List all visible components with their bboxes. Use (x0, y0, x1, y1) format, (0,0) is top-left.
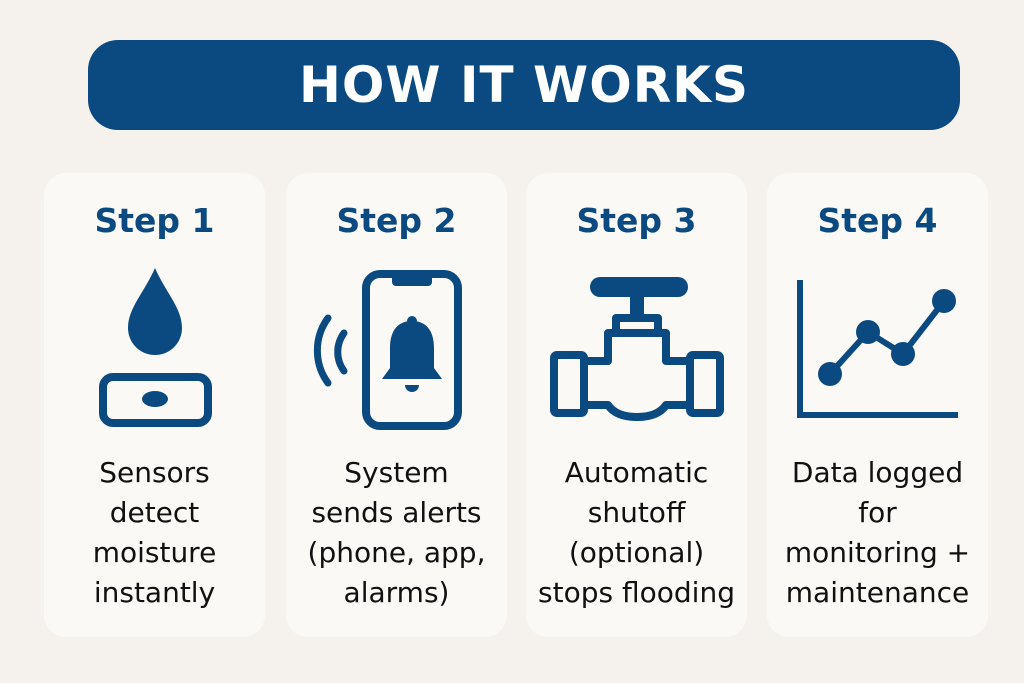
desc-line: Automatic (564, 456, 709, 489)
desc-line: sends alerts (311, 496, 482, 529)
water-drop-sensor-icon (99, 268, 212, 427)
step-card-2: Step 2 System sends alerts (phone, app, … (286, 173, 507, 637)
step-title: Step 3 (576, 201, 697, 240)
desc-line: stops flooding (538, 576, 735, 609)
step-title: Step 1 (94, 201, 215, 240)
step-title: Step 4 (817, 201, 938, 240)
desc-line: System (344, 456, 449, 489)
step-card-4: Step 4 Data logged for monitoring + main… (767, 173, 988, 637)
shutoff-valve-icon (550, 277, 724, 421)
step-card-3: Step 3 Automatic shutoff (optional) stop… (526, 173, 747, 637)
desc-line: (phone, app, (307, 536, 486, 569)
step-description: Automatic shutoff (optional) stops flood… (516, 453, 757, 613)
step-description: Data logged for monitoring + maintenance (757, 453, 998, 613)
desc-line: for (858, 496, 897, 529)
desc-line: Data logged (791, 456, 964, 489)
desc-line: shutoff (587, 496, 686, 529)
step-description: Sensors detect moisture instantly (34, 453, 275, 613)
step-card-1: Step 1 Sensors detect moisture instantly (44, 173, 265, 637)
desc-line: moisture (92, 536, 217, 569)
step-description: System sends alerts (phone, app, alarms) (276, 453, 517, 613)
line-chart-icon (797, 280, 958, 418)
header-title: HOW IT WORKS (299, 56, 749, 114)
desc-line: Sensors (99, 456, 210, 489)
header-banner: HOW IT WORKS (88, 40, 960, 130)
desc-line: detect (109, 496, 200, 529)
desc-line: alarms) (343, 576, 450, 609)
desc-line: monitoring + (784, 536, 971, 569)
desc-line: (optional) (568, 536, 705, 569)
step-title: Step 2 (336, 201, 457, 240)
phone-alert-bell-icon (313, 270, 462, 430)
desc-line: maintenance (785, 576, 970, 609)
desc-line: instantly (93, 576, 216, 609)
